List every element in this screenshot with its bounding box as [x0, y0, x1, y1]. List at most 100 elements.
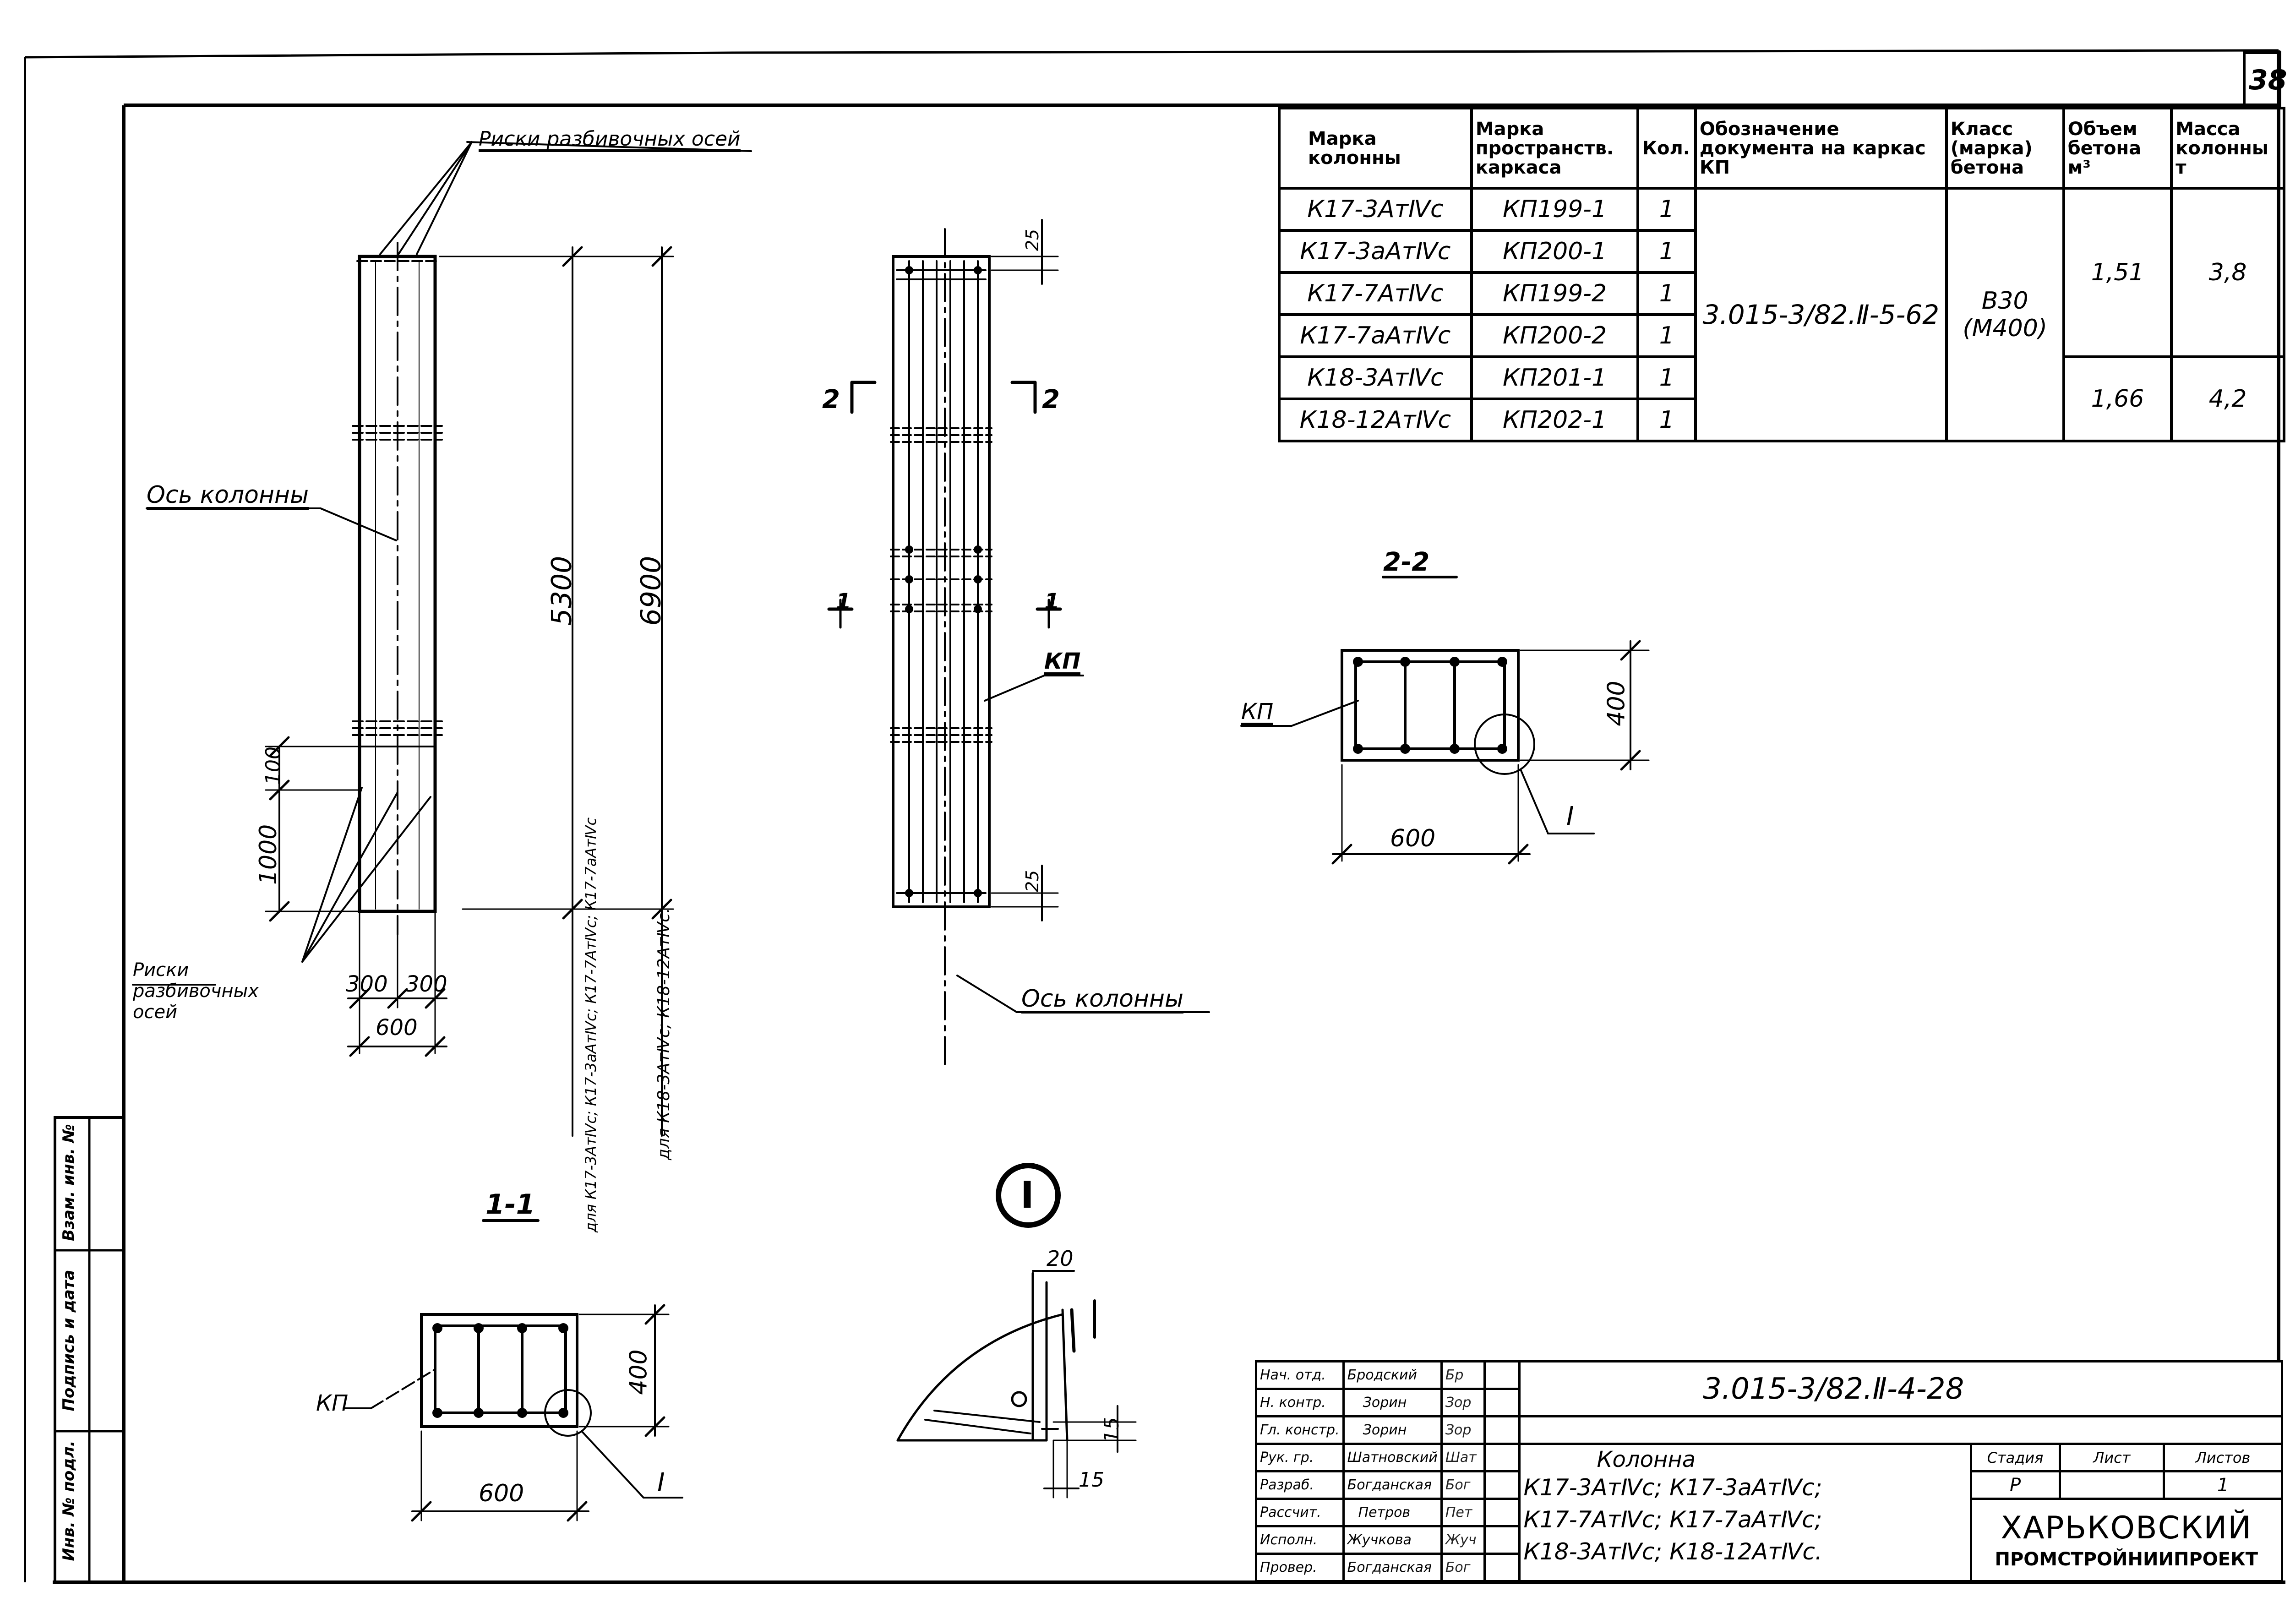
stamp-name: Шатновский: [1342, 1443, 1443, 1472]
title-line-4: К18-3АтⅣс; К18-12АтⅣс.: [1523, 1538, 1822, 1565]
table-row-frame: КП199-2: [1470, 271, 1640, 316]
header-document: Обозначение документа на каркас КП: [1694, 107, 1948, 190]
stamp-signature: Жуч: [1440, 1525, 1486, 1555]
axis-marks-bottom-label: Риски разбивочных осей: [133, 959, 259, 1023]
section-2-dim-600: 600: [1390, 825, 1436, 852]
title-line-3: К17-7АтⅣс; К17-7аАтⅣс;: [1523, 1506, 1822, 1533]
organization: ХАРЬКОВСКИЙ ПРОМСТРОЙНИИПРОЕКТ: [1969, 1498, 2284, 1582]
stamp-role: Провер.: [1255, 1553, 1345, 1582]
stamp-role: Н. контр.: [1255, 1388, 1345, 1417]
column-axis-label: Ось колонны: [147, 481, 309, 510]
table-row-qty: 1: [1636, 271, 1697, 316]
stamp-role: Рассчит.: [1255, 1498, 1345, 1527]
table-row-frame: КП201-1: [1470, 355, 1640, 400]
table-row-frame: КП199-1: [1470, 187, 1640, 232]
section-1-dim-400: 400: [625, 1349, 653, 1395]
stamp-role: Нач. отд.: [1255, 1360, 1345, 1390]
table-row-column: К18-3АтⅣс: [1278, 355, 1473, 400]
table-row-qty: 1: [1636, 187, 1697, 232]
stamp-role: Разраб.: [1255, 1470, 1345, 1500]
section-1-title: 1-1: [485, 1188, 535, 1221]
table-row-column: К18-12АтⅣс: [1278, 398, 1473, 442]
stamp-signature: Пет: [1440, 1498, 1486, 1527]
section-2-node-label: I: [1566, 801, 1574, 831]
table-row-column: К17-7АтⅣс: [1278, 271, 1473, 316]
sheet-label: Лист: [2058, 1443, 2165, 1472]
cut-2-left: 2: [822, 385, 840, 414]
table-row-column: К17-3АтⅣс: [1278, 187, 1473, 232]
dim-5300: 5300: [545, 556, 578, 626]
header-concrete-class: Класс (марка) бетона: [1945, 107, 2065, 190]
section-2-dim-400: 400: [1603, 681, 1630, 726]
dim-6900: 6900: [635, 556, 667, 626]
kp-label-elevation: КП: [1044, 649, 1081, 675]
stage-value: Р: [1969, 1470, 2061, 1500]
dim-25-bottom: 25: [1022, 870, 1043, 893]
dim-100: 100: [261, 747, 285, 785]
document-code: 3.015-3/82.Ⅱ-5-62: [1694, 187, 1948, 442]
stamp-signature: Бог: [1440, 1470, 1486, 1500]
dim-300-right: 300: [405, 971, 447, 997]
header-column-mark: Марка колонны: [1278, 107, 1473, 190]
node-dim-15b: 15: [1079, 1468, 1104, 1492]
organization-line-1: ХАРЬКОВСКИЙ: [2001, 1510, 2252, 1546]
cut-1-left: 1: [836, 589, 851, 615]
dim-1000: 1000: [255, 824, 283, 885]
title-block: Нач. отд. Бродский Бр 3.015-3/82.Ⅱ-4-28 …: [1255, 1360, 2284, 1582]
concrete-class-cell: В30 (М400): [1945, 187, 2065, 442]
stamp-role: Рук. гр.: [1255, 1443, 1345, 1472]
sheet-value: [2058, 1470, 2165, 1500]
header-frame-mark: Марка пространств. каркаса: [1470, 107, 1640, 190]
node-dim-20: 20: [1047, 1246, 1074, 1271]
table-row-qty: 1: [1636, 229, 1697, 274]
stamp-name: Бродский: [1342, 1360, 1443, 1390]
stamp-name: Богданская: [1342, 1470, 1443, 1500]
stamp-signature: Шат: [1440, 1443, 1486, 1472]
document-code: 3.015-3/82.Ⅱ-4-28: [1518, 1360, 2283, 1417]
stamp-signature: Бог: [1440, 1553, 1486, 1582]
stamp-name: Зорин: [1342, 1388, 1443, 1417]
stamp-name: Жучкова: [1342, 1525, 1443, 1555]
header-quantity: Кол.: [1636, 107, 1697, 190]
stamp-signature: Зор: [1440, 1388, 1486, 1417]
stamp-role: Гл. констр.: [1255, 1415, 1345, 1445]
concrete-class: В30: [1981, 287, 2028, 315]
section-1-node-label: I: [657, 1468, 665, 1498]
sheet-number: 38: [2249, 64, 2287, 96]
stamp-name: Зорин: [1342, 1415, 1443, 1445]
mass-group-1: 3,8: [2170, 187, 2285, 358]
sheets-value: 1: [2163, 1470, 2283, 1500]
table-row-frame: КП200-2: [1470, 313, 1640, 358]
title-line-2: К17-3АтⅣс; К17-3аАтⅣс;: [1523, 1474, 1822, 1501]
stage-label: Стадия: [1969, 1443, 2061, 1472]
column-axis-label-2: Ось колонны: [1021, 985, 1184, 1014]
volume-group-1: 1,51: [2062, 187, 2173, 358]
section-1-kp-label: КП: [316, 1390, 349, 1416]
section-1-dim-600: 600: [479, 1480, 524, 1507]
table-row-column: К17-7аАтⅣс: [1278, 313, 1473, 358]
header-mass: Масса колонны т: [2170, 107, 2285, 190]
stamp-name: Богданская: [1342, 1553, 1443, 1582]
header-volume: Объем бетона м³: [2062, 107, 2173, 190]
dim-300-left: 300: [346, 971, 388, 997]
axis-marks-top-label: Риски разбивочных осей: [479, 129, 741, 152]
volume-group-2: 1,66: [2062, 355, 2173, 442]
table-row-column: К17-3аАтⅣс: [1278, 229, 1473, 274]
section-2-kp-label: КП: [1241, 699, 1274, 725]
table-row-frame: КП202-1: [1470, 398, 1640, 442]
cut-2-right: 2: [1042, 385, 1060, 414]
cut-1-right: 1: [1044, 589, 1060, 615]
dim-600-elevation: 600: [376, 1015, 418, 1041]
dim-25-top: 25: [1022, 229, 1043, 251]
table-row-qty: 1: [1636, 398, 1697, 442]
stamp-signature: Бр: [1440, 1360, 1486, 1390]
note-for-k17: для К17-3АтⅣс; К17-3аАтⅣс; К17-7АтⅣс; К1…: [582, 817, 600, 1232]
stamp-signature: Зор: [1440, 1415, 1486, 1445]
table-row-qty: 1: [1636, 355, 1697, 400]
table-row-frame: КП200-1: [1470, 229, 1640, 274]
node-dim-15a: 15: [1100, 1417, 1123, 1443]
table-row-qty: 1: [1636, 313, 1697, 358]
specification-table: Марка колонны Марка пространств. каркаса…: [1278, 107, 2285, 442]
concrete-grade: (М400): [1963, 315, 2048, 342]
